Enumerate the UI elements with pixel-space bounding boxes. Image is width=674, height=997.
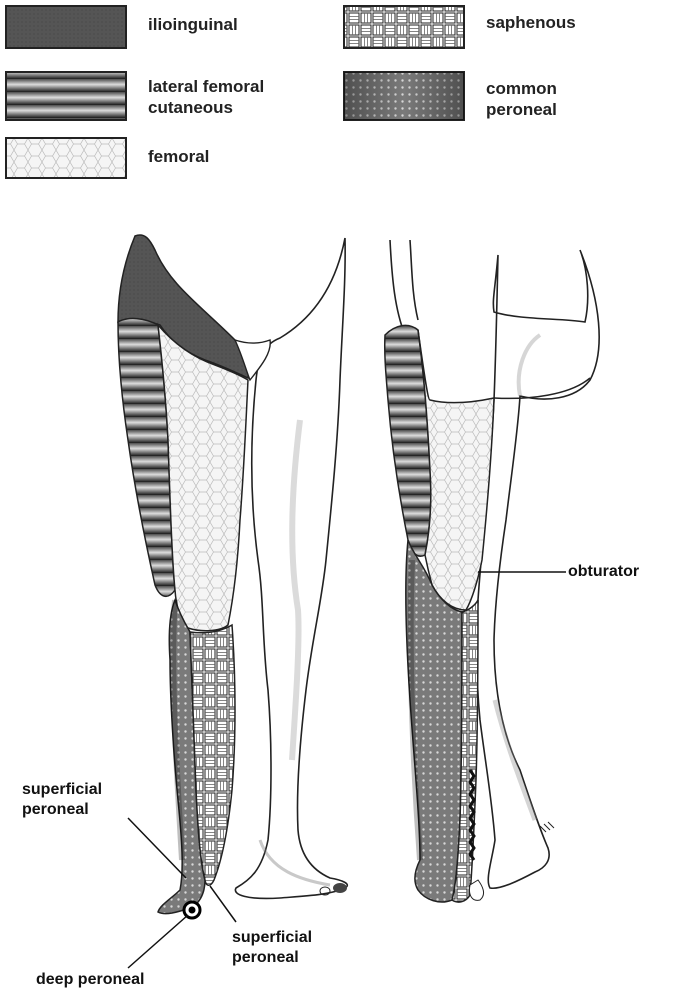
deep-peroneal-leader bbox=[128, 915, 188, 968]
legend-label-ilioinguinal: ilioinguinal bbox=[148, 14, 238, 35]
legend-label-lateral-femoral-cutaneous: lateral femoral cutaneous bbox=[148, 76, 264, 118]
callout-superficial-peroneal-bottom: superficial peroneal bbox=[232, 928, 312, 968]
front-view bbox=[118, 235, 347, 918]
legend-swatch-femoral bbox=[6, 138, 126, 178]
callout-obturator: obturator bbox=[568, 562, 639, 582]
callout-superficial-peroneal-top: superficial peroneal bbox=[22, 780, 102, 820]
callout-deep-peroneal: deep peroneal bbox=[36, 970, 144, 990]
legend-label-common-peroneal: common peroneal bbox=[486, 78, 557, 120]
legend-swatch-lateral-femoral-cutaneous bbox=[6, 72, 126, 120]
legend-label-saphenous: saphenous bbox=[486, 12, 576, 33]
legend-label-femoral: femoral bbox=[148, 146, 209, 167]
legend-swatch-saphenous bbox=[344, 6, 464, 48]
superficial-peroneal-bottom-leader bbox=[210, 886, 236, 922]
back-lateral-femoral-cutaneous-region bbox=[385, 325, 431, 556]
back-view bbox=[385, 240, 599, 902]
legend-swatch-ilioinguinal bbox=[6, 6, 126, 48]
